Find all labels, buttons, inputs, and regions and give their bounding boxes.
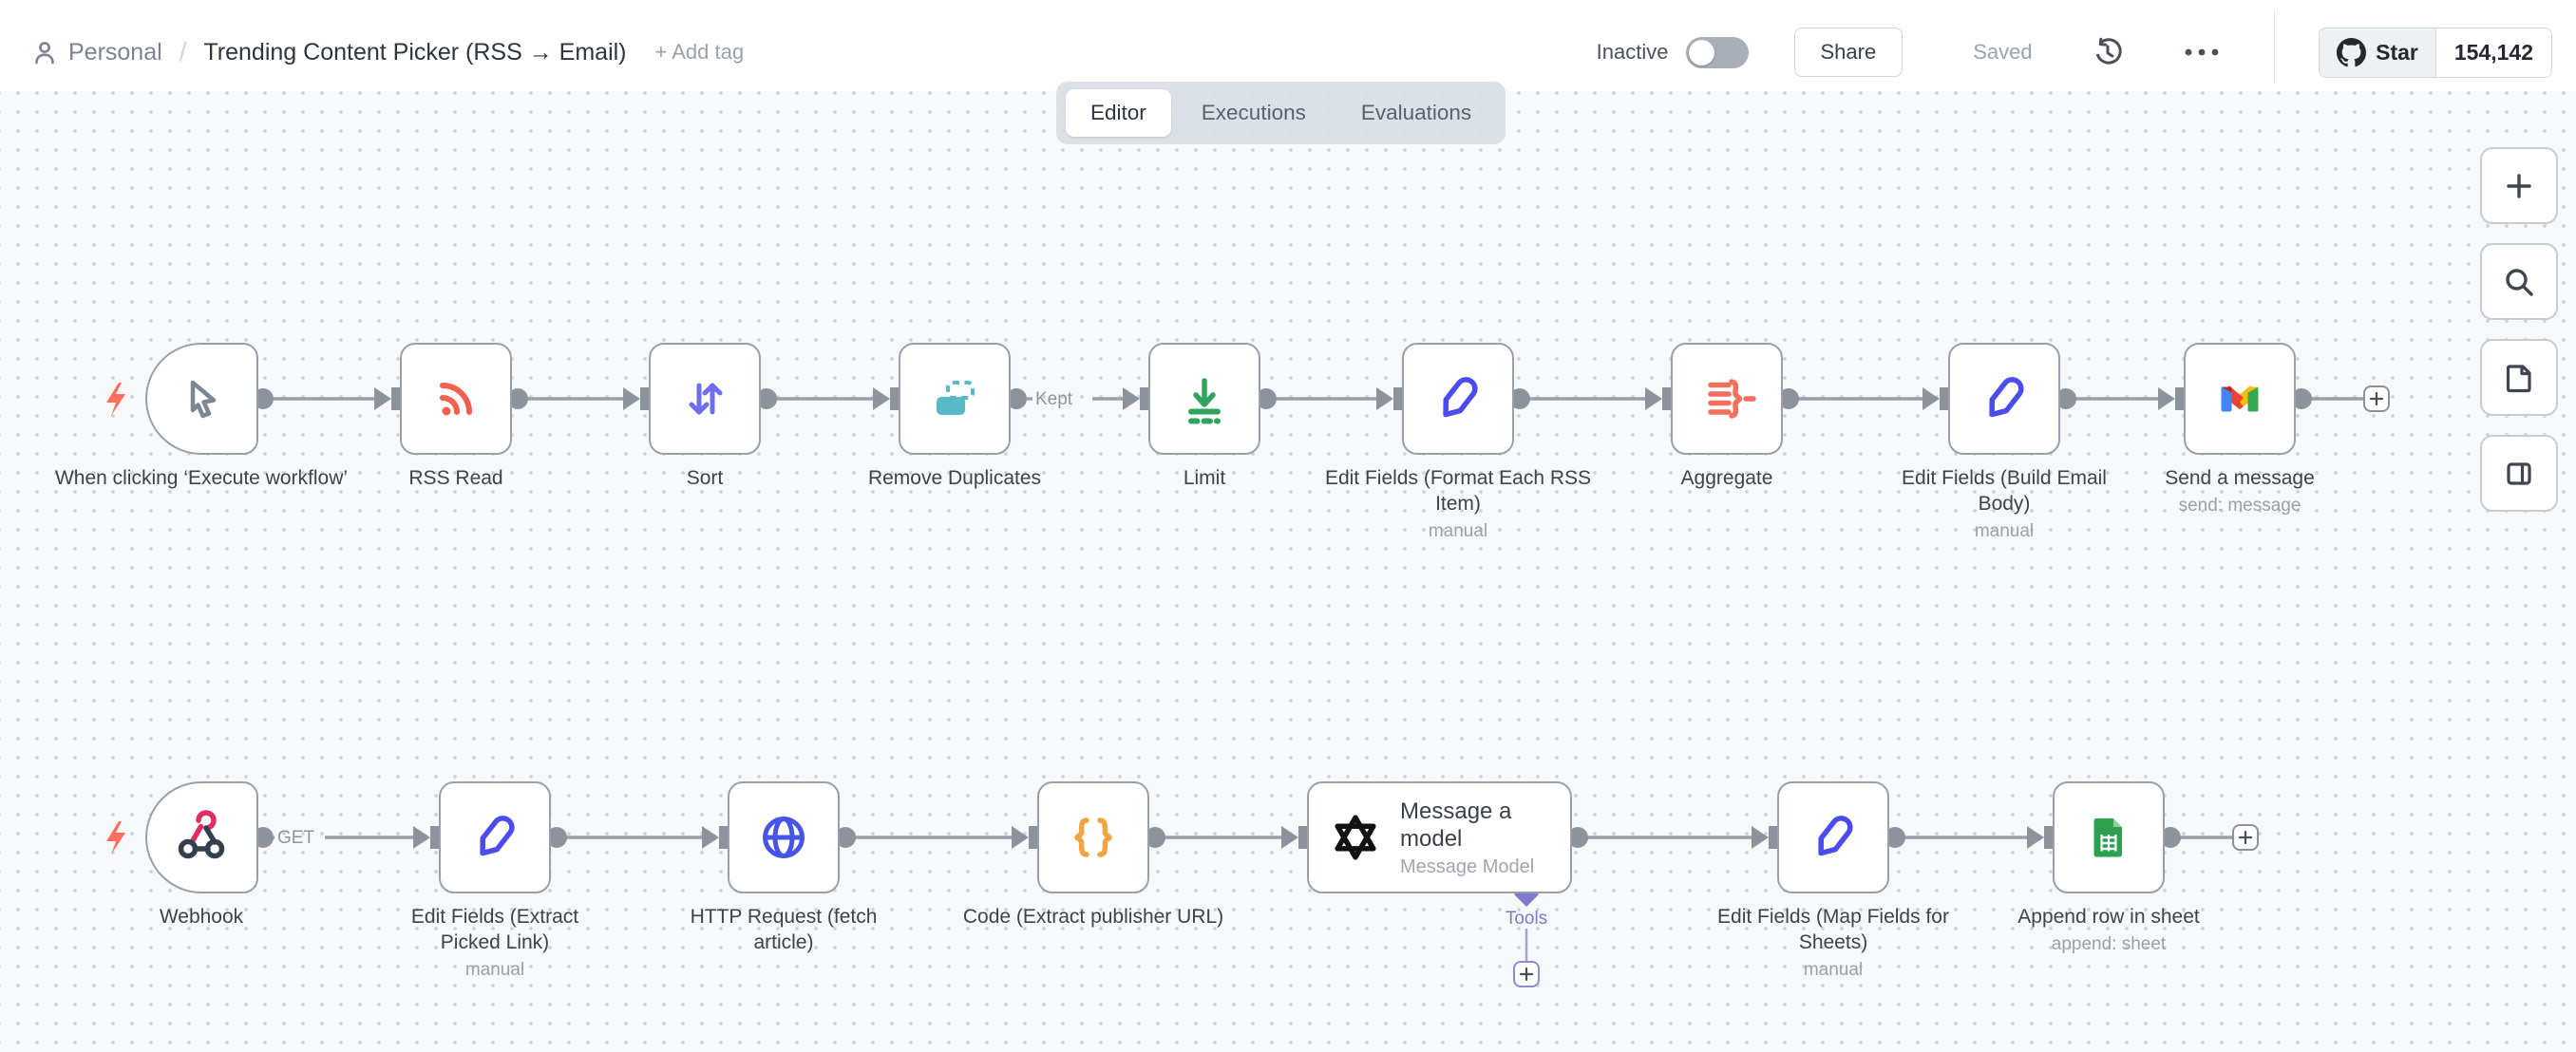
node-label: Edit Fields (Map Fields for Sheets)manua… [1708,904,1960,981]
edit-fields-icon [1428,368,1488,429]
node-manual-trigger[interactable] [145,343,258,455]
http-request-icon [753,807,814,868]
note-icon [2500,359,2538,397]
add-node-panel-button[interactable] [2480,147,2558,224]
edit-fields-icon [464,807,525,868]
sticky-note-button[interactable] [2480,339,2558,416]
node-title: Message a model [1400,798,1543,853]
topbar-actions: Inactive Share Saved Star 154,142 [1597,21,2552,84]
tab-executions[interactable]: Executions [1177,89,1331,137]
add-tag-button[interactable]: + Add tag [655,40,745,65]
node-label: Aggregate [1575,465,1879,491]
view-tabs: Editor Executions Evaluations [1056,82,1506,144]
node-sublabel: manual [1708,960,1960,981]
node-code[interactable] [1037,781,1149,893]
node-http-request[interactable] [728,781,840,893]
node-label: Append row in sheetappend: sheet [1957,904,2261,955]
node-edit-fields-format[interactable] [1402,343,1514,455]
node-label: Edit Fields (Extract Picked Link)manual [379,904,612,981]
add-node-button[interactable] [2363,385,2390,412]
person-icon [32,40,57,65]
edit-fields-icon [1974,368,2035,429]
node-sublabel: manual [1316,521,1601,542]
search-icon [2500,263,2538,301]
openai-icon [1328,810,1383,865]
rss-icon [426,368,486,429]
activate-toggle[interactable] [1686,37,1749,68]
node-openai-message-model[interactable]: Message a model Message Model [1307,781,1572,893]
edit-fields-icon [1803,807,1864,868]
cursor-icon [172,368,233,429]
code-icon [1063,807,1124,868]
plus-icon [2501,168,2537,204]
workflow-title[interactable]: Trending Content Picker (RSS → Email) [203,39,626,66]
node-webhook[interactable] [145,781,258,893]
node-rss-read[interactable] [400,343,512,455]
saved-status: Saved [1973,40,2032,65]
workflow-status-label: Inactive [1597,40,1669,65]
search-button[interactable] [2480,243,2558,320]
add-tool-button[interactable] [1513,961,1540,987]
plus-icon [1519,967,1534,982]
node-sort[interactable] [649,343,761,455]
topbar-divider [2274,9,2276,84]
github-star-label: Star [2376,40,2418,66]
more-options-button[interactable] [2183,47,2221,58]
plus-icon [2369,391,2384,406]
connection-label-kept: Kept [1035,389,1072,410]
aggregate-icon [1696,368,1757,429]
node-subtitle: Message Model [1400,856,1543,878]
node-sublabel: manual [1874,521,2135,542]
history-icon [2092,36,2124,68]
project-name[interactable]: Personal [68,39,162,66]
sort-icon [674,368,735,429]
breadcrumb-separator: / [180,37,187,67]
github-star-widget[interactable]: Star 154,142 [2319,28,2552,78]
node-remove-duplicates[interactable] [899,343,1011,455]
tab-evaluations[interactable]: Evaluations [1336,89,1496,137]
node-label: Webhook [49,904,353,930]
github-star-count[interactable]: 154,142 [2436,28,2551,77]
breadcrumb: Personal / Trending Content Picker (RSS … [32,37,744,67]
connection-label-get: GET [277,828,314,849]
node-inner-text: Message a model Message Model [1400,798,1543,878]
tab-editor[interactable]: Editor [1066,89,1171,137]
node-sublabel: append: sheet [1957,934,2261,955]
split-panel-button[interactable] [2480,435,2558,512]
node-edit-fields-extract[interactable] [439,781,551,893]
plus-icon [2238,830,2253,845]
github-icon [2337,38,2366,67]
limit-icon [1174,368,1235,429]
node-edit-fields-map[interactable] [1777,781,1889,893]
tools-connector-label: Tools [1506,909,1547,930]
github-star-button[interactable]: Star [2320,28,2436,77]
node-label: Send a messagesend: message [2088,465,2392,517]
top-bar: Personal / Trending Content Picker (RSS … [0,0,2576,91]
sheets-icon [2078,807,2139,868]
gmail-icon [2209,368,2270,429]
ellipsis-icon [2183,47,2221,58]
node-label: Edit Fields (Format Each RSS Item)manual [1316,465,1601,542]
webhook-icon [171,806,234,869]
split-panel-icon [2500,455,2538,493]
history-button[interactable] [2092,36,2124,68]
remove-duplicates-icon [924,368,985,429]
share-button[interactable]: Share [1794,28,1904,77]
node-aggregate[interactable] [1671,343,1783,455]
node-label: HTTP Request (fetch article) [663,904,905,955]
node-label: Limit [1052,465,1356,491]
node-sublabel: manual [379,960,612,981]
node-google-sheets-append[interactable] [2053,781,2165,893]
node-edit-fields-build[interactable] [1948,343,2060,455]
add-node-button[interactable] [2232,824,2259,851]
node-sublabel: send: message [2088,496,2392,517]
node-limit[interactable] [1148,343,1260,455]
toggle-knob [1689,40,1714,66]
node-label: Code (Extract publisher URL) [956,904,1231,930]
node-gmail-send[interactable] [2184,343,2296,455]
